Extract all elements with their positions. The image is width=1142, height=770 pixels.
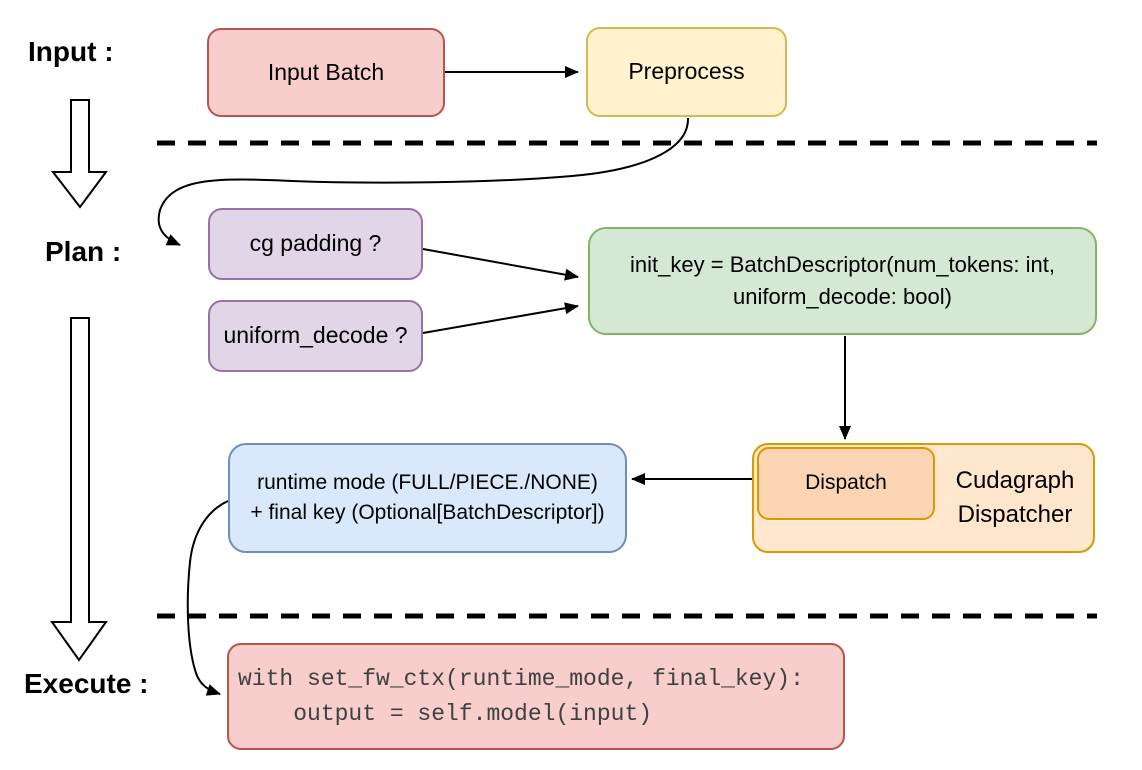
cg-padding-node: cg padding ? bbox=[208, 208, 423, 280]
cudagraph-dispatcher-line1: Cudagraph bbox=[955, 467, 1075, 495]
cg-padding-label: cg padding ? bbox=[249, 230, 382, 257]
execute-code-line2: output = self.model(input) bbox=[238, 700, 653, 727]
input-batch-node: Input Batch bbox=[207, 28, 445, 117]
stage-label-execute: Execute : bbox=[24, 668, 149, 699]
uniform-decode-node: uniform_decode ? bbox=[208, 300, 423, 372]
init-key-node: init_key = BatchDescriptor(num_tokens: i… bbox=[588, 227, 1097, 335]
execute-code-node: with set_fw_ctx(runtime_mode, final_key)… bbox=[227, 643, 845, 750]
runtime-mode-line1: runtime mode (FULL/PIECE./NONE) bbox=[257, 470, 598, 494]
cudagraph-dispatcher-node: Dispatch Cudagraph Dispatcher bbox=[752, 443, 1095, 553]
uniform-decode-label: uniform_decode ? bbox=[223, 322, 408, 349]
dispatch-label: Dispatch bbox=[805, 471, 887, 495]
stage-arrow-input-to-plan bbox=[50, 99, 108, 209]
cudagraph-dispatcher-line2: Dispatcher bbox=[957, 501, 1073, 528]
execute-code-line1: with set_fw_ctx(runtime_mode, final_key)… bbox=[238, 666, 804, 693]
preprocess-label: Preprocess bbox=[628, 58, 745, 85]
init-key-line1: init_key = BatchDescriptor(num_tokens: i… bbox=[630, 252, 1055, 278]
arrow-uniform-decode-to-init-key bbox=[422, 302, 579, 334]
runtime-mode-line2: + final key (Optional[BatchDescriptor]) bbox=[250, 501, 605, 524]
init-key-line2: uniform_decode: bool) bbox=[733, 284, 952, 309]
arrow-cg-padding-to-init-key bbox=[422, 248, 579, 281]
preprocess-node: Preprocess bbox=[586, 27, 787, 117]
input-batch-label: Input Batch bbox=[267, 58, 385, 85]
stage-label-plan: Plan : bbox=[45, 236, 122, 267]
dispatch-node: Dispatch bbox=[757, 447, 935, 520]
stage-arrow-plan-to-execute bbox=[50, 317, 108, 662]
arrow-runtime-to-execute-code bbox=[186, 500, 229, 696]
runtime-mode-node: runtime mode (FULL/PIECE./NONE) + final … bbox=[228, 443, 627, 553]
cudagraph-dispatcher-label: Cudagraph Dispatcher bbox=[935, 445, 1095, 551]
stage-label-input: Input : bbox=[28, 36, 114, 67]
